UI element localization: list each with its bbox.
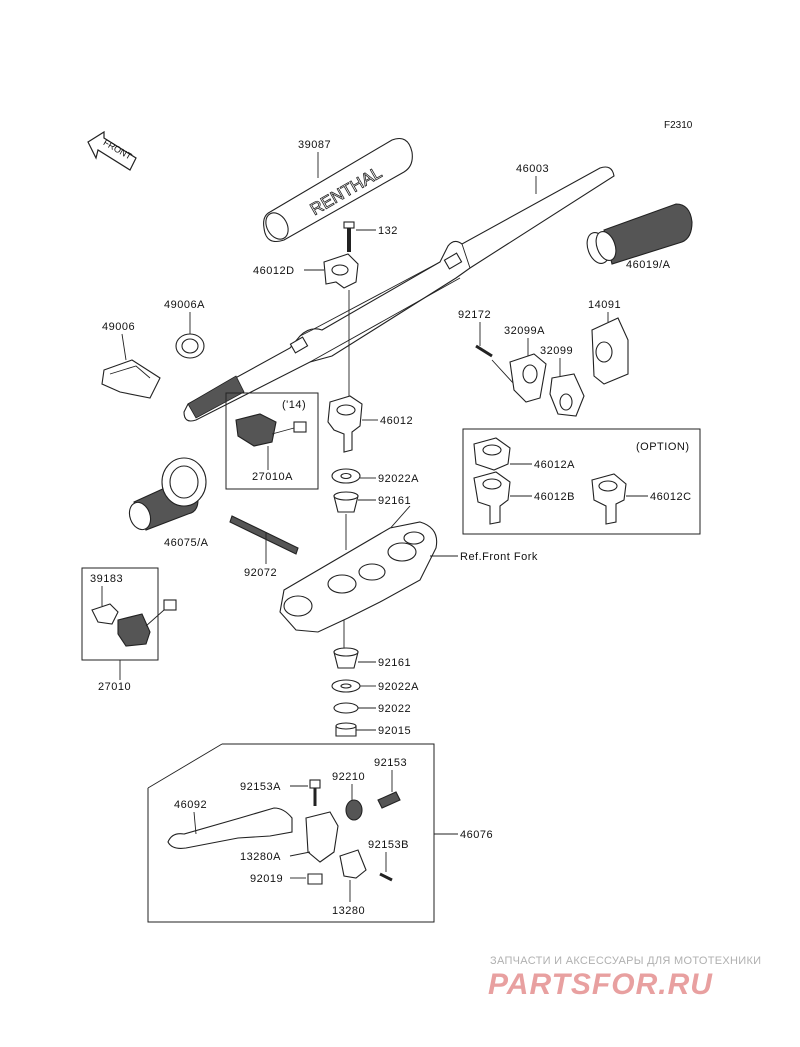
- label-13280A: 13280A: [240, 851, 281, 863]
- label-46003: 46003: [516, 163, 549, 175]
- label-92153: 92153: [374, 757, 407, 769]
- clamp-46012A: [473, 437, 511, 471]
- clamp-46012D: [323, 253, 359, 289]
- bolt-132: [343, 221, 355, 252]
- label-46075A: 46075/A: [164, 537, 209, 549]
- label-14091: 14091: [588, 299, 621, 311]
- label-92019: 92019: [250, 873, 283, 885]
- label-49006: 49006: [102, 321, 135, 333]
- triple-clamp: [279, 521, 438, 633]
- rubber-92161-upper: [333, 491, 359, 513]
- label-32099: 32099: [540, 345, 573, 357]
- label-92153A: 92153A: [240, 781, 281, 793]
- switch-27010: [91, 599, 177, 647]
- label-49006A: 49006A: [164, 299, 205, 311]
- label-27010A: 27010A: [252, 471, 293, 483]
- adjuster-92210: [345, 799, 363, 821]
- label-92161-lower: 92161: [378, 657, 411, 669]
- clamp-46012B: [473, 471, 511, 525]
- washer-92022: [333, 702, 359, 714]
- housing-32099A: [509, 353, 547, 403]
- rubber-92161-lower: [333, 647, 359, 669]
- label-46012A: 46012A: [534, 459, 575, 471]
- label-27010: 27010: [98, 681, 131, 693]
- watermark-site: PARTSFOR.RU: [488, 968, 713, 1001]
- ref-front-fork: Ref.Front Fork: [460, 551, 538, 563]
- lever-bracket: [305, 811, 339, 863]
- watermark-caption: ЗАПЧАСТИ И АКСЕССУАРЫ ДЛЯ МОТОТЕХНИКИ: [490, 955, 761, 967]
- clamp-46012C: [591, 473, 627, 525]
- label-92072: 92072: [244, 567, 277, 579]
- switch-27010A: [235, 413, 307, 447]
- label-46092: 46092: [174, 799, 207, 811]
- nut-92015: [335, 722, 357, 737]
- handlebar: [183, 166, 615, 422]
- label-39183: 39183: [90, 573, 123, 585]
- box-46076: [147, 743, 435, 923]
- grip-46075A: [128, 457, 207, 531]
- box-27010A: [225, 392, 319, 490]
- throttle-grip: [586, 203, 693, 265]
- label-46012C: 46012C: [650, 491, 692, 503]
- label-92022A-lower: 92022A: [378, 681, 419, 693]
- washer-92022A-lower: [331, 679, 361, 693]
- label-92161-upper: 92161: [378, 495, 411, 507]
- label-46019A: 46019/A: [626, 259, 671, 271]
- guard-49006: [101, 359, 161, 399]
- clamp-13280: [339, 849, 367, 879]
- label-92022: 92022: [378, 703, 411, 715]
- front-arrow-icon: FRONT: [87, 130, 137, 171]
- label-32099A: 32099A: [504, 325, 545, 337]
- label-46012: 46012: [380, 415, 413, 427]
- strap-92072: [229, 515, 299, 555]
- nut-92019: [307, 873, 323, 885]
- box-option: [462, 428, 701, 535]
- note-option: (OPTION): [636, 441, 690, 453]
- label-92153B: 92153B: [368, 839, 409, 851]
- bolt-92153A: [309, 779, 321, 806]
- washer-92022A-upper: [331, 468, 361, 484]
- collar-49006A: [175, 333, 205, 359]
- label-46012B: 46012B: [534, 491, 575, 503]
- lever-46092: [167, 807, 293, 849]
- screw-92172: [475, 344, 493, 358]
- label-92015: 92015: [378, 725, 411, 737]
- bolt-92153B: [379, 872, 393, 882]
- label-92172: 92172: [458, 309, 491, 321]
- note-year: ('14): [282, 399, 306, 411]
- label-46076: 46076: [460, 829, 493, 841]
- label-13280: 13280: [332, 905, 365, 917]
- label-132: 132: [378, 225, 398, 237]
- figure-code: F2310: [664, 120, 693, 131]
- clamp-46012: [327, 395, 363, 453]
- label-46012D: 46012D: [253, 265, 295, 277]
- label-92022A-upper: 92022A: [378, 473, 419, 485]
- label-92210: 92210: [332, 771, 365, 783]
- housing-32099: [549, 373, 585, 417]
- label-39087: 39087: [298, 139, 331, 151]
- bolt-92153: [377, 791, 401, 809]
- cover-14091: [591, 317, 629, 385]
